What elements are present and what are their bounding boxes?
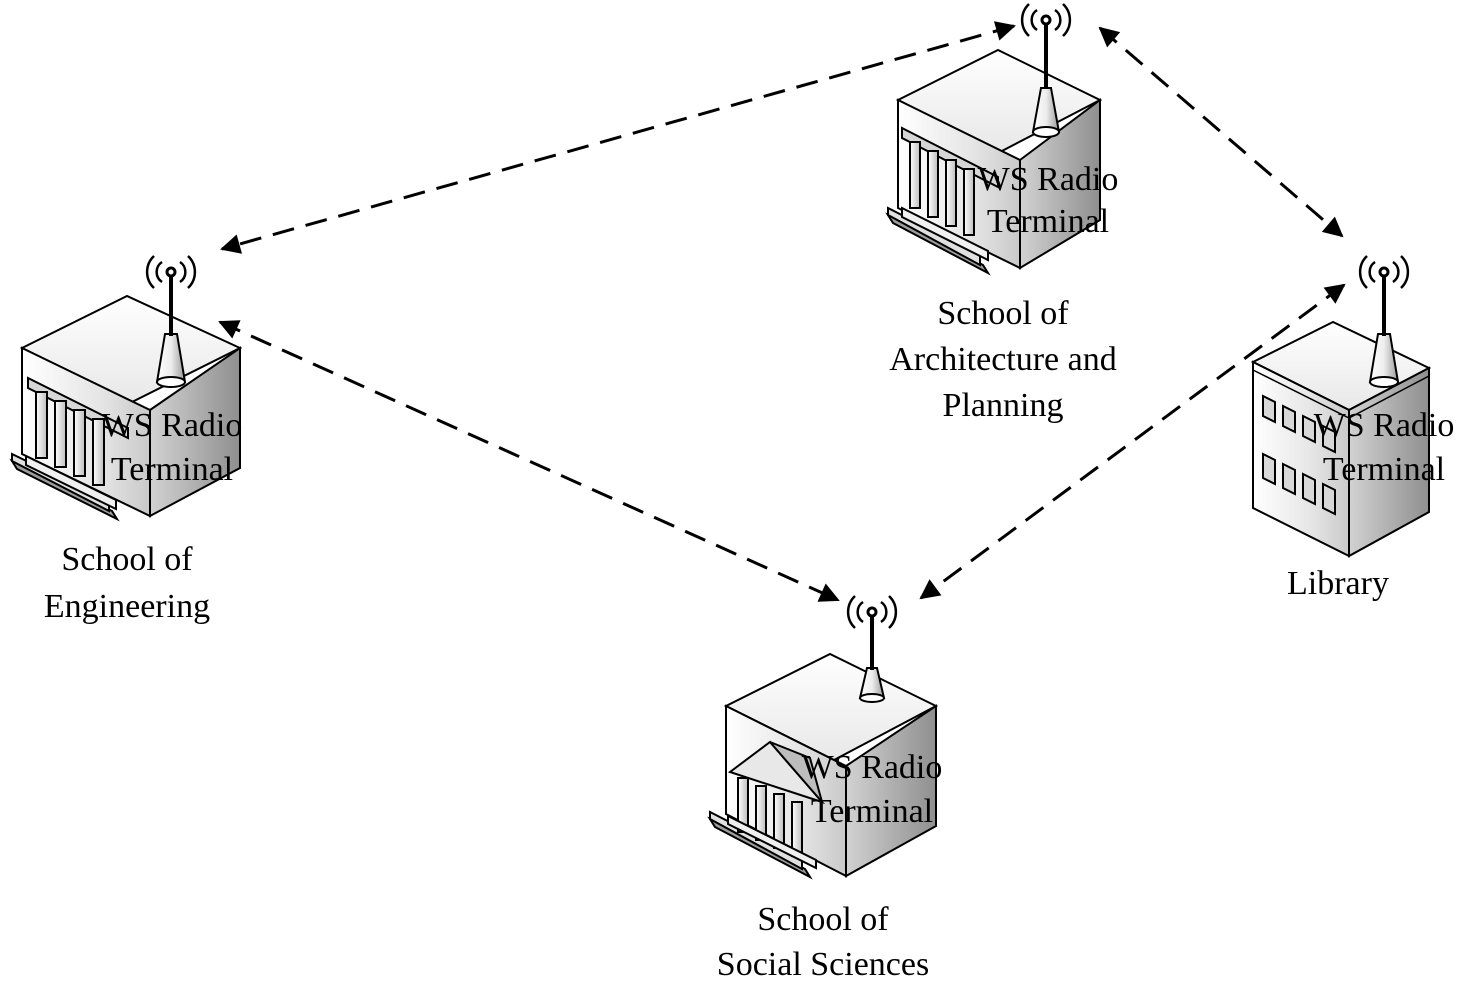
node-name: School of [757,901,889,938]
school-building-icon [885,48,1103,276]
node-social: WS Radio Terminal School of Social Scien… [707,595,943,981]
node-name: Engineering [44,588,210,625]
antenna-icon [846,595,898,703]
node-name: Architecture and [889,341,1117,378]
terminal-label: WS Radio [802,749,943,786]
terminal-label: WS Radio [1314,407,1455,444]
node-engineering: WS Radio Terminal School of Engineering [9,255,243,625]
node-name: Planning [943,387,1064,424]
links [218,21,1346,602]
node-name: Social Sciences [717,946,929,981]
office-building-icon [1250,320,1432,558]
terminal-label: Terminal [111,451,233,488]
node-name: School of [61,541,193,578]
antenna-icon [1358,255,1410,388]
link-library-social [919,283,1346,600]
antenna-icon [145,255,197,388]
node-name: School of [937,295,1069,332]
terminal-label: Terminal [1323,451,1445,488]
antenna-icon [1020,3,1072,138]
school-building-icon [9,294,243,522]
node-architecture: WS Radio Terminal School of Architecture… [885,3,1119,424]
terminal-label: WS Radio [102,407,243,444]
link-engineering-social [218,320,840,602]
node-name: Library [1287,565,1389,602]
node-library: WS Radio Terminal Library [1250,255,1455,602]
terminal-label: WS Radio [978,161,1119,198]
terminal-label: Terminal [811,793,933,830]
link-architecture-library [1098,26,1344,238]
link-architecture-engineering [220,21,1016,254]
terminal-label: Terminal [987,203,1109,240]
pediment-building-icon [707,652,939,880]
